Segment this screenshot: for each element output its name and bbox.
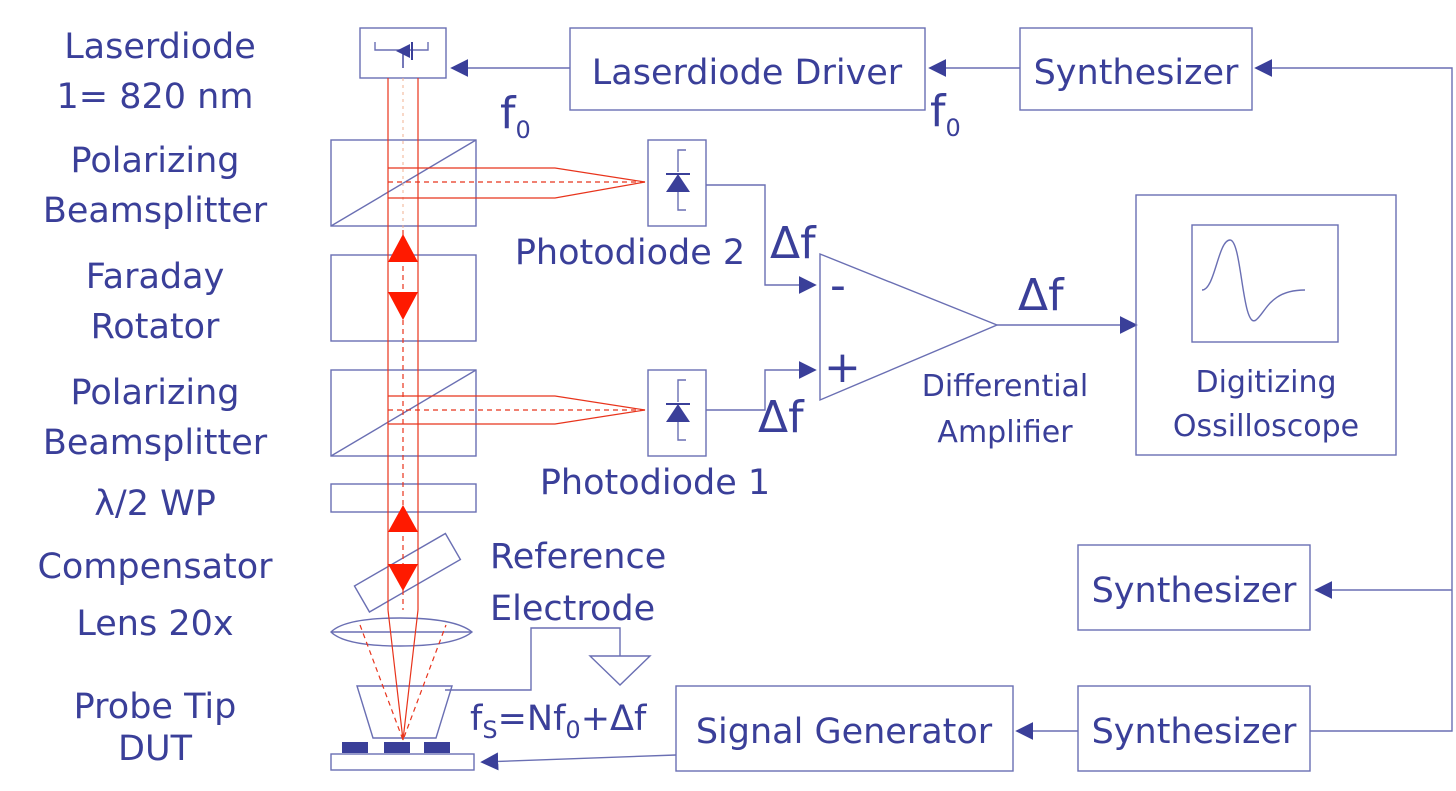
pbs-bottom-label-line1: Polarizing <box>70 373 239 413</box>
laser-beam <box>359 78 646 742</box>
faraday-label-line2: Rotator <box>91 307 220 347</box>
signal-generator-to-dut-arrow <box>480 752 677 771</box>
laserdiode-driver-box <box>569 27 926 111</box>
amp-plus-sign: + <box>824 342 861 393</box>
photodiode-2-box <box>647 139 707 227</box>
differential-amplifier: - + Differential Amplifier <box>819 252 1089 450</box>
top-chain: Laserdiode Driver Synthesizer f0 f0 <box>450 27 1253 144</box>
pd2-to-amp-wire <box>706 184 817 294</box>
wavelength-label: 1= 820 nm <box>57 77 254 117</box>
compensator-double-arrow <box>388 505 418 591</box>
reference-electrode-label-line2: Electrode <box>490 589 655 629</box>
faraday-double-arrow <box>388 234 418 320</box>
laserdiode-icon <box>374 42 429 68</box>
dut-pad-right <box>424 742 450 753</box>
oscilloscope-label-line2: Ossilloscope <box>1173 409 1359 444</box>
signal-generator-box <box>675 685 1014 772</box>
f0-label-left: f0 <box>500 88 531 144</box>
pbs-top-label-line1: Polarizing <box>70 141 239 181</box>
compensator-label: Compensator <box>37 547 273 587</box>
synthesizer-bottom-label: Synthesizer <box>1092 712 1297 752</box>
master-clock-bus-top <box>1254 59 1453 732</box>
signal-generator-label: Signal Generator <box>696 712 993 752</box>
faraday-label-line1: Faraday <box>86 257 225 297</box>
left-label-column: Laserdiode 1= 820 nm Polarizing Beamspli… <box>37 27 273 769</box>
delta-f-pd2-label: Δf <box>770 218 817 269</box>
dut-pad-center <box>384 742 410 753</box>
photodiode-1-box <box>647 369 707 457</box>
oscilloscope-label-line1: Digitizing <box>1195 365 1336 400</box>
optical-column <box>330 27 646 771</box>
synthesizer-bottom-box <box>1077 685 1311 772</box>
delta-f-pd1-label: Δf <box>758 392 805 443</box>
photodiode-2-icon <box>666 149 690 211</box>
reference-electrode-wire <box>445 627 621 691</box>
ground-symbol <box>588 655 652 686</box>
photodiode-1-icon <box>666 379 690 441</box>
dut-pad-left <box>342 742 368 753</box>
f0-label-right: f0 <box>930 86 961 142</box>
dut-substrate <box>330 753 475 771</box>
photodiode-1: Photodiode 1 <box>540 369 770 503</box>
amplifier-triangle <box>819 252 999 402</box>
amplifier-label-line2: Amplifier <box>937 415 1073 450</box>
photodiode-1-label: Photodiode 1 <box>540 463 770 503</box>
synthesizer-mid-label: Synthesizer <box>1092 571 1297 611</box>
photodiode-2: Photodiode 2 <box>515 139 745 273</box>
reference-electrode-label-line1: Reference <box>490 537 666 577</box>
probe-tip-label: Probe Tip <box>74 687 237 727</box>
oscilloscope-waveform <box>1201 239 1306 322</box>
synthesizer-top-box <box>1019 27 1253 111</box>
synthesizer-mid-box <box>1077 544 1311 631</box>
compensator-box <box>353 532 462 613</box>
probe-tip-shape <box>356 685 453 739</box>
photodiode-2-label: Photodiode 2 <box>515 233 745 273</box>
oscilloscope-screen <box>1191 224 1339 343</box>
pd1-to-amp-wire <box>706 361 817 411</box>
oscilloscope-box <box>1135 194 1397 456</box>
laserdiode-label: Laserdiode <box>64 27 256 67</box>
fs-equation: fS=Nf0+Δf <box>470 699 647 744</box>
amplifier-label-line1: Differential <box>922 369 1089 404</box>
amp-minus-sign: - <box>830 260 846 311</box>
lens-label: Lens 20x <box>76 604 233 644</box>
waveplate-label: λ/2 WP <box>94 484 216 524</box>
laserdiode-driver-label: Laserdiode Driver <box>592 53 903 93</box>
pbs-top-label-line2: Beamsplitter <box>43 191 268 231</box>
synthesizer-top-label: Synthesizer <box>1034 53 1239 93</box>
delta-f-output-label: Δf <box>1018 270 1065 321</box>
pbs-bottom-label-line2: Beamsplitter <box>43 423 268 463</box>
digitizing-oscilloscope: Digitizing Ossilloscope <box>1135 194 1397 456</box>
dut-label: DUT <box>118 729 193 769</box>
